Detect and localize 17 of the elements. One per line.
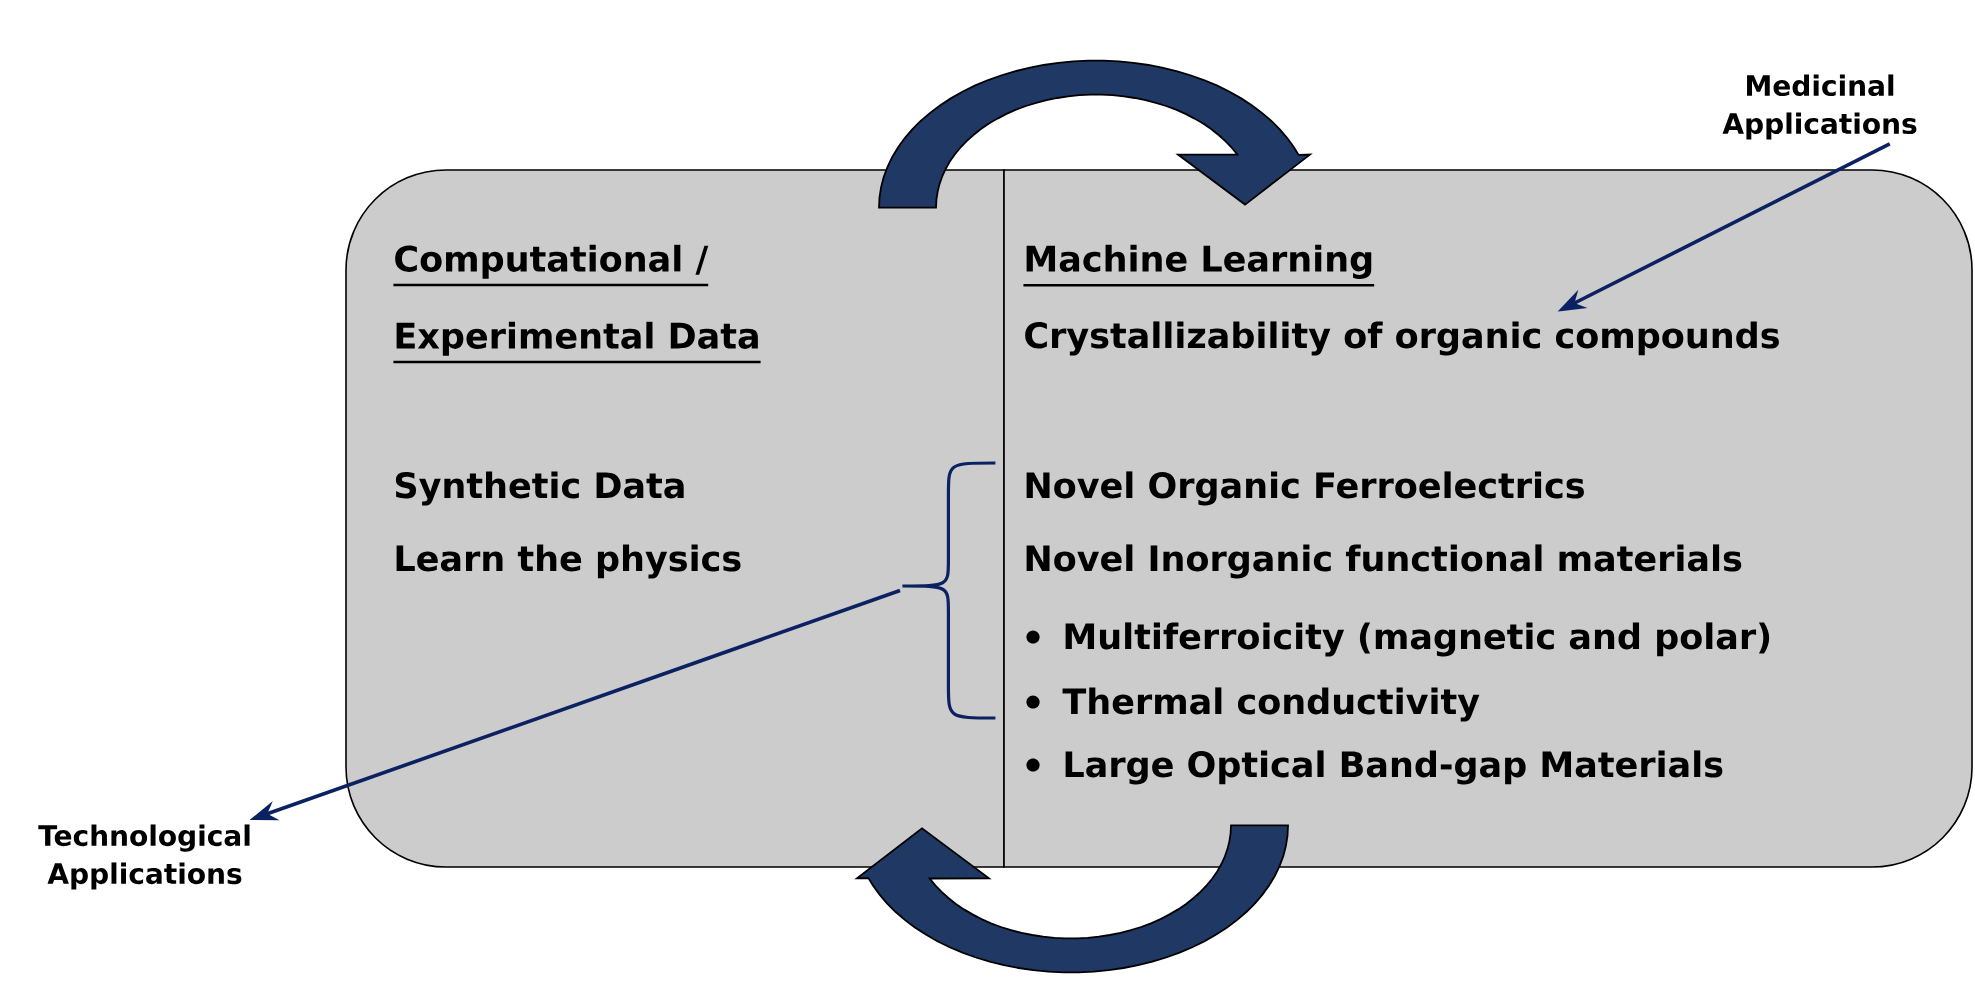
text-line: Crystallizability of organic compounds [1025,321,1779,356]
bullet-item: Multiferroicity (magnetic and polar) [1026,622,1770,657]
label-text: Medicinal Applications [1722,74,1917,140]
curved-arrow [854,824,1289,974]
heading: Computational / Experimental Data [393,244,761,364]
panel [1003,169,1973,868]
heading: Machine Learning [1023,244,1375,287]
curved-arrow [878,59,1313,209]
bracket [900,461,996,720]
bullet-item: Large Optical Band-gap Materials [1026,750,1723,785]
label-text: Technological Applications [38,824,250,890]
text-line: Learn the physics [396,544,741,579]
text-line: Novel Organic Ferroelectrics [1026,471,1584,506]
bullet-item: Thermal conductivity [1026,687,1480,722]
text-line: Synthetic Data [395,471,684,506]
text-line: Novel Inorganic functional materials [1026,544,1742,579]
panel [345,169,1005,868]
